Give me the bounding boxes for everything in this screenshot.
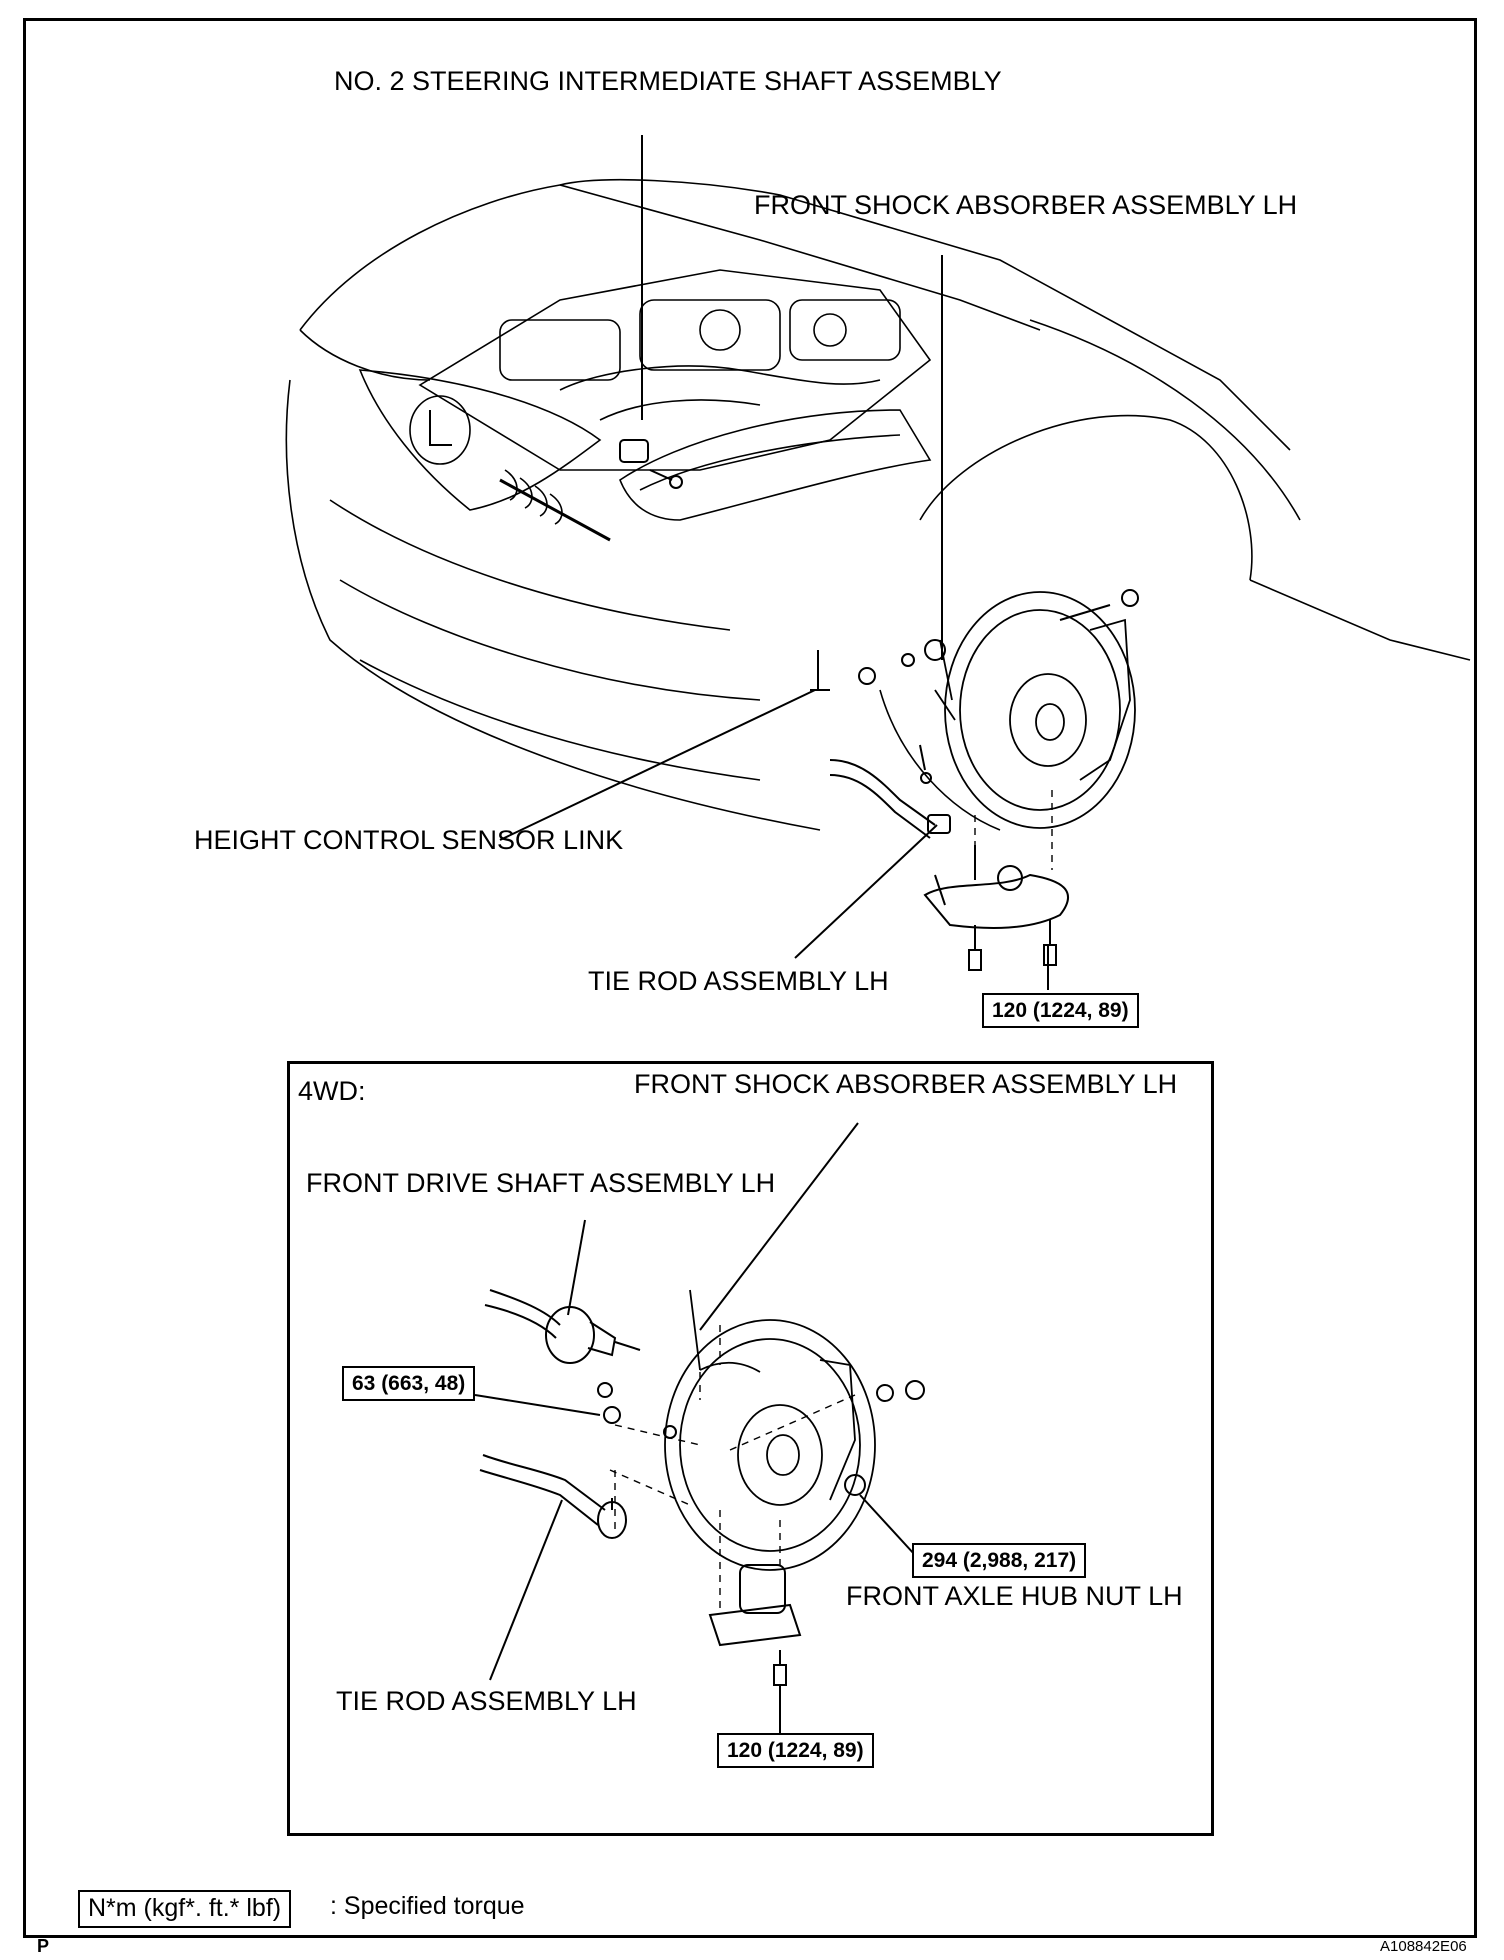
tie-rod-main [829,744,951,839]
figure-id: A108842E06 [1380,1938,1467,1955]
shock-absorber-inset-label: FRONT SHOCK ABSORBER ASSEMBLY LH [634,1069,1178,1099]
axle-hub-nut-label: FRONT AXLE HUB NUT LH [846,1581,1183,1611]
tie-rod-inset-label: TIE ROD ASSEMBLY LH [336,1686,637,1716]
shock-absorber-main-label: FRONT SHOCK ABSORBER ASSEMBLY LH [754,190,1298,220]
brake-disc-main [934,591,1136,829]
torque-box-lower-arm-main: 120 (1224, 89) [982,993,1139,1029]
drive-shaft-label: FRONT DRIVE SHAFT ASSEMBLY LH [306,1168,776,1198]
inset-4wd-frame [287,1061,1214,1836]
drive-shaft-inset [484,1289,641,1424]
torque-box-hub-nut: 294 (2,988, 217) [912,1543,1087,1579]
height-sensor-link-label: HEIGHT CONTROL SENSOR LINK [194,825,624,855]
dashed-guides-main [974,790,1053,870]
brake-disc-inset [664,1289,876,1571]
knuckle-bolt [924,589,1139,661]
steering-joint [619,439,683,489]
torque-box-lower-arm-inset: 120 (1224, 89) [717,1733,874,1769]
tie-rod-inset [479,1454,627,1539]
torque-units-legend-box: N*m (kgf*. ft.* lbf) [78,1890,292,1928]
leader-lines [474,135,1049,1733]
car-body-outline [285,179,1471,831]
inset-title: 4WD: [298,1076,366,1106]
dashed-guides-inset [609,1325,856,1610]
lower-arm-main [923,845,1070,971]
footer-letter: P [37,1936,50,1956]
lower-arm-inset [708,1564,802,1686]
tie-rod-main-label: TIE ROD ASSEMBLY LH [588,966,889,996]
height-sensor-parts [810,650,915,691]
steering-shaft-label: NO. 2 STEERING INTERMEDIATE SHAFT ASSEMB… [334,66,1002,96]
page-frame [23,18,1477,1938]
torque-box-tie-rod-nut-inset: 63 (663, 48) [342,1366,476,1402]
torque-legend-description: : Specified torque [330,1892,525,1920]
